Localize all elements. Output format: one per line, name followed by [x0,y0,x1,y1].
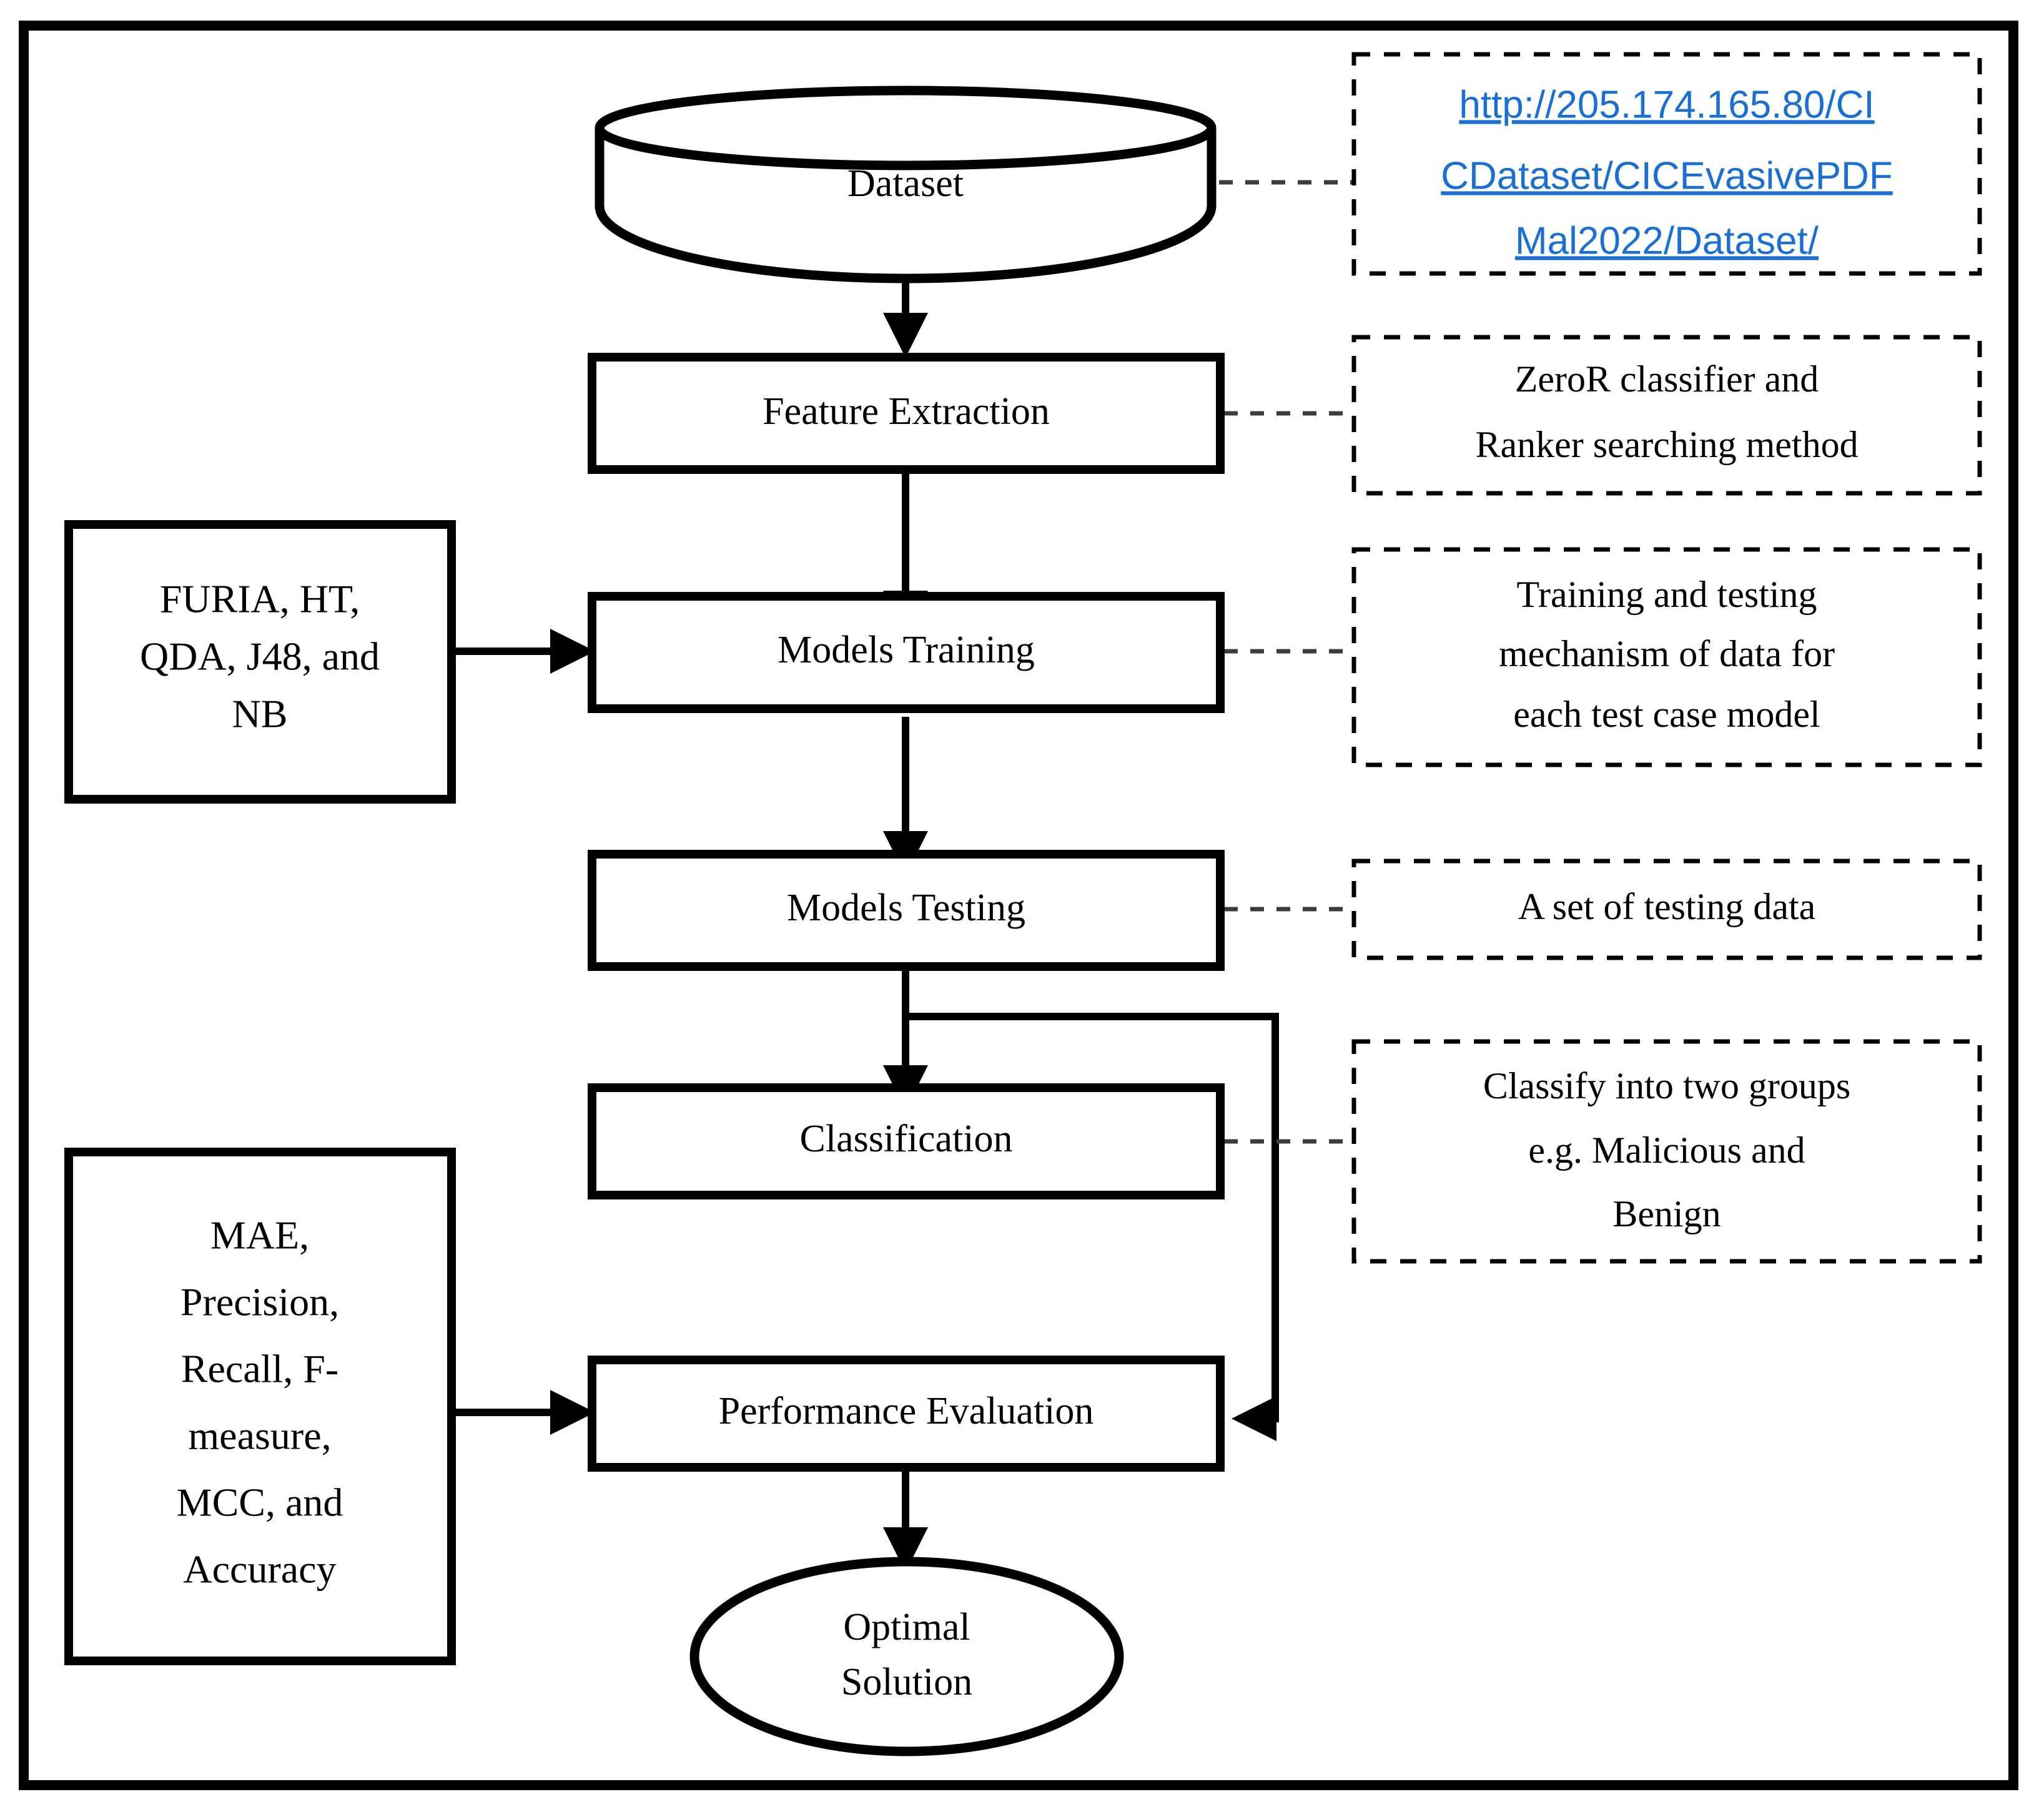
classification-note-line-3: Benign [1612,1193,1721,1234]
feature-extraction-note-line-2: Ranker searching method [1475,424,1858,465]
node-dataset[interactable]: Dataset [595,86,1217,283]
node-models-testing[interactable]: Models Testing [588,850,1225,971]
connector-classification-branch-to-performance-evaluation [906,1013,1279,1441]
dataset-cylinder-top [595,86,1217,170]
models-testing-box [588,850,1225,971]
annotation-classification: Classify into two groups e.g. Malicious … [1351,1039,1982,1264]
feature-extraction-note-dashed-box [1351,335,1982,496]
algorithms-line-1: FURIA, HT, [160,577,360,621]
side-input-algorithms[interactable]: FURIA, HT, QDA, J48, and NB [64,520,456,804]
algorithms-line-2: QDA, J48, and [140,634,380,679]
optimal-solution-label-line2: Solution [841,1661,972,1703]
models-testing-note-line-1: A set of testing data [1518,886,1816,927]
dataset-url-line-1[interactable]: http://205.174.165.80/CI [1459,83,1874,126]
dataset-cylinder-body [595,128,1217,283]
classification-label: Classification [800,1118,1013,1160]
annotation-models-testing: A set of testing data [1351,859,1982,960]
models-training-label: Models Training [778,629,1035,671]
models-testing-note-dashed-box [1351,859,1982,960]
node-classification[interactable]: Classification [588,1083,1225,1199]
side-input-metrics[interactable]: MAE, Precision, Recall, F- measure, MCC,… [64,1148,456,1665]
dataset-url-line-2[interactable]: CDataset/CICEvasivePDF [1441,154,1893,197]
models-training-note-dashed-box [1351,547,1982,767]
optimal-solution-ellipse [689,1557,1124,1756]
performance-evaluation-box [588,1356,1225,1472]
metrics-line-1: MAE, [210,1213,309,1258]
algorithms-line-3: NB [232,692,288,736]
classification-note-dashed-box [1351,1039,1982,1264]
annotation-models-training: Training and testing mechanism of data f… [1351,547,1982,767]
node-feature-extraction[interactable]: Feature Extraction [588,353,1225,474]
metrics-line-6: Accuracy [183,1547,336,1592]
models-training-note-line-2: mechanism of data for [1499,633,1835,674]
dataset-url-line-3[interactable]: Mal2022/Dataset/ [1515,219,1819,262]
metrics-line-4: measure, [188,1414,331,1458]
dataset-url-dashed-box [1351,52,1982,276]
classification-note-line-1: Classify into two groups [1483,1065,1850,1106]
models-training-note-line-3: each test case model [1513,694,1820,735]
performance-evaluation-label: Performance Evaluation [719,1390,1094,1432]
annotation-feature-extraction: ZeroR classifier and Ranker searching me… [1351,335,1982,496]
dataset-label: Dataset [847,162,964,205]
annotation-dataset-url[interactable]: http://205.174.165.80/CI CDataset/CICEva… [1351,52,1982,276]
models-testing-label: Models Testing [787,887,1025,929]
metrics-line-2: Precision, [180,1280,339,1324]
metrics-box [64,1148,456,1665]
node-optimal-solution[interactable]: Optimal Solution [689,1557,1124,1756]
feature-extraction-box [588,353,1225,474]
node-models-training[interactable]: Models Training [588,592,1225,713]
models-training-box [588,592,1225,713]
node-performance-evaluation[interactable]: Performance Evaluation [588,1356,1225,1472]
classification-box [588,1083,1225,1199]
feature-extraction-note-line-1: ZeroR classifier and [1515,358,1819,400]
classification-note-line-2: e.g. Malicious and [1528,1130,1805,1171]
algorithms-box [64,520,456,804]
optimal-solution-label-line1: Optimal [843,1606,970,1648]
metrics-line-3: Recall, F- [181,1347,338,1391]
models-training-note-line-1: Training and testing [1516,574,1817,615]
feature-extraction-label: Feature Extraction [763,390,1050,433]
metrics-line-5: MCC, and [177,1480,343,1525]
